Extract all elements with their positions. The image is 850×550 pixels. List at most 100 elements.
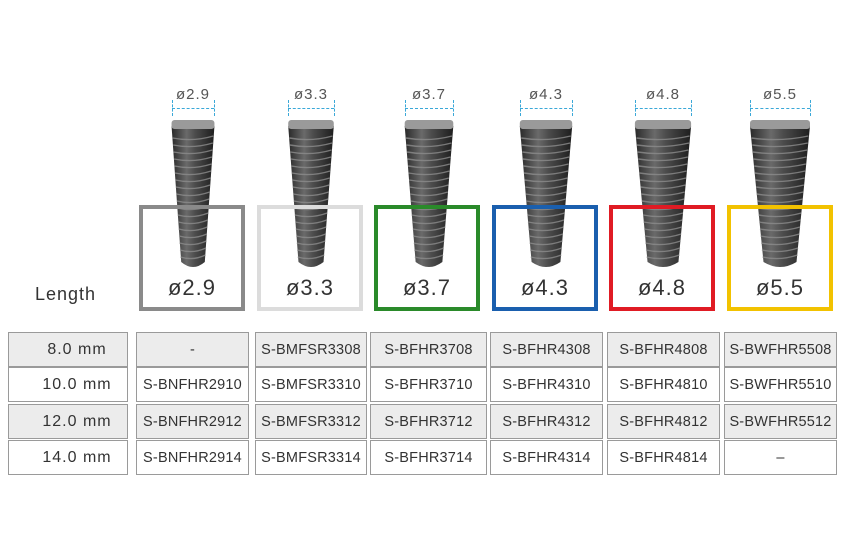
implant-thread bbox=[759, 226, 801, 232]
code-cell: S-BFHR4814 bbox=[607, 440, 720, 475]
implant-thread bbox=[408, 170, 450, 176]
implant-thread bbox=[296, 233, 327, 239]
code-cell: S-BFHR3710 bbox=[370, 367, 487, 402]
implant-thread bbox=[760, 233, 800, 239]
diameter-box-3-3: ø3.3 bbox=[257, 205, 363, 311]
implant-thread bbox=[178, 226, 208, 232]
implant-thread bbox=[293, 191, 329, 197]
code-cell: S-BMFSR3308 bbox=[255, 332, 367, 367]
implant-thread bbox=[414, 247, 444, 253]
length-cell: 14.0 mm bbox=[8, 440, 128, 475]
code-cell: S-BWFHR5510 bbox=[724, 367, 837, 402]
implant-thread bbox=[645, 247, 681, 253]
implant-image-3-7 bbox=[404, 120, 454, 267]
implant-body bbox=[288, 126, 334, 267]
code-cell: S-BMFSR3314 bbox=[255, 440, 367, 475]
code-cell: - bbox=[136, 332, 249, 367]
dimension-tick bbox=[214, 100, 215, 116]
implant-thread bbox=[297, 254, 325, 260]
implant-thread bbox=[527, 219, 565, 225]
length-cell: 8.0 mm bbox=[8, 332, 128, 367]
implant-thread bbox=[175, 184, 211, 190]
implant-thread bbox=[529, 247, 563, 253]
implant-thread bbox=[413, 233, 445, 239]
implant-thread bbox=[292, 184, 330, 190]
diameter-label-3-3: ø3.3 bbox=[293, 86, 328, 103]
implant-thread bbox=[644, 226, 682, 232]
implant-thread bbox=[406, 142, 452, 148]
diameter-box-label: ø4.3 bbox=[520, 275, 570, 300]
implant-thread bbox=[752, 142, 808, 148]
implant-thread bbox=[289, 142, 333, 148]
code-cell: S-BFHR3712 bbox=[370, 404, 487, 439]
implant-thread bbox=[411, 212, 447, 218]
implant-thread bbox=[527, 212, 565, 218]
dimension-bar bbox=[750, 108, 810, 109]
implant-thread bbox=[179, 240, 207, 246]
code-cell: S-BMFSR3310 bbox=[255, 367, 367, 402]
diameter-label-2-9: ø2.9 bbox=[175, 86, 210, 103]
implant-thread bbox=[173, 156, 213, 162]
implant-thread bbox=[752, 149, 808, 155]
implant-thread bbox=[178, 233, 208, 239]
dimension-bar bbox=[172, 108, 214, 109]
implant-thread bbox=[174, 163, 212, 169]
implant-thread bbox=[751, 135, 809, 141]
code-cell: S-BFHR3708 bbox=[370, 332, 487, 367]
implant-thread bbox=[759, 219, 801, 225]
implant-thread bbox=[297, 247, 326, 253]
implant-thread bbox=[175, 177, 211, 183]
implant-thread bbox=[636, 135, 690, 141]
implant-thread bbox=[409, 184, 449, 190]
implant-thread bbox=[176, 191, 210, 197]
implant-thread bbox=[641, 191, 685, 197]
implant-thread bbox=[761, 247, 799, 253]
dimension-bar bbox=[405, 108, 453, 109]
implant-thread bbox=[525, 191, 567, 197]
implant-thread bbox=[413, 240, 445, 246]
implant-thread bbox=[292, 177, 330, 183]
implant-thread bbox=[523, 163, 569, 169]
implant-thread bbox=[293, 198, 329, 204]
implant-collar bbox=[519, 120, 573, 129]
implant-thread bbox=[176, 198, 210, 204]
code-cell: S-BFHR4812 bbox=[607, 404, 720, 439]
implant-thread bbox=[406, 149, 452, 155]
code-cell: S-BFHR4310 bbox=[490, 367, 603, 402]
implant-thread bbox=[522, 149, 570, 155]
implant-thread bbox=[523, 170, 569, 176]
diameter-box-label: ø5.5 bbox=[755, 275, 805, 300]
diameter-box-4-3: ø4.3 bbox=[492, 205, 598, 311]
implant-thread bbox=[528, 233, 564, 239]
dimension-bar bbox=[635, 108, 691, 109]
implant-thread bbox=[639, 170, 687, 176]
diameter-box-label: ø2.9 bbox=[167, 275, 217, 300]
dimension-tick bbox=[334, 100, 335, 116]
implant-thread bbox=[180, 254, 206, 260]
code-cell: S-BFHR3714 bbox=[370, 440, 487, 475]
diameter-label-5-5: ø5.5 bbox=[762, 86, 797, 103]
code-cell: S-BWFHR5508 bbox=[724, 332, 837, 367]
implant-thread bbox=[412, 219, 446, 225]
dimension-tick bbox=[810, 100, 811, 116]
implant-thread bbox=[295, 226, 327, 232]
implant-collar bbox=[634, 120, 692, 129]
implant-thread bbox=[529, 240, 563, 246]
implant-image-4-3 bbox=[519, 120, 573, 267]
implant-thread bbox=[174, 170, 212, 176]
implant-thread bbox=[755, 177, 805, 183]
implant-thread bbox=[291, 163, 331, 169]
implant-image-4-8 bbox=[634, 120, 692, 267]
code-cell: S-BMFSR3312 bbox=[255, 404, 367, 439]
implant-thread bbox=[407, 163, 451, 169]
implant-thread bbox=[754, 170, 806, 176]
implant-thread bbox=[290, 156, 332, 162]
implant-thread bbox=[412, 226, 446, 232]
diameter-box-2-9: ø2.9 bbox=[139, 205, 245, 311]
implant-thread bbox=[522, 156, 570, 162]
implant-body bbox=[750, 126, 810, 267]
implant-thread bbox=[644, 233, 682, 239]
implant-body bbox=[404, 126, 454, 267]
implant-collar bbox=[750, 120, 810, 129]
length-heading: Length bbox=[35, 284, 97, 304]
